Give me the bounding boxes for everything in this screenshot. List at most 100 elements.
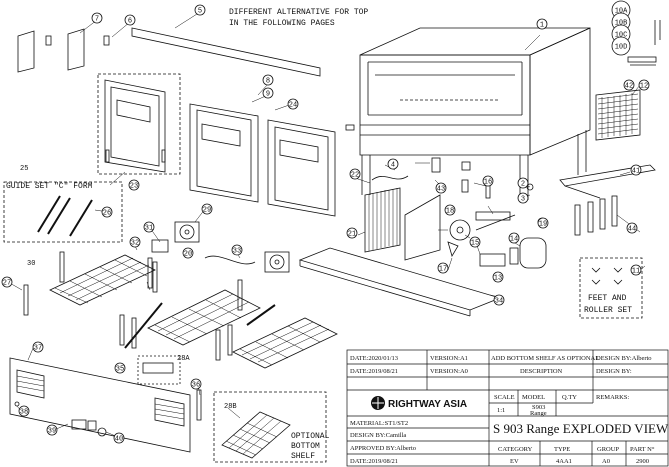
callout-14: 14 [510, 236, 518, 244]
callout-32: 32 [131, 240, 139, 248]
optional-shelf-box [213, 391, 327, 463]
guide-set-box [3, 181, 123, 243]
cabinet-frame [359, 27, 591, 200]
guide-set-title: GUIDE SET "C" FORM [6, 182, 93, 191]
callout-44: 44 [628, 226, 636, 234]
feet-roller-box [579, 257, 643, 319]
legs [574, 195, 618, 236]
callout-18: 18 [446, 208, 454, 216]
optional-caption-line3: SHELF [291, 452, 315, 461]
condenser-fan-left [174, 221, 200, 243]
callout-10c: 10C [615, 32, 628, 40]
tb-approved-by: APPROVED BY:Alberto [350, 445, 416, 452]
tb-date-1: DATE:2020/01/13 [350, 355, 398, 362]
callout-10d: 10D [615, 44, 628, 52]
wire-shelf-left [49, 254, 156, 306]
callout-1: 1 [540, 22, 544, 30]
callout-30: 30 [27, 260, 35, 268]
door-right [267, 119, 336, 217]
callout-13: 13 [494, 275, 502, 283]
tb-model-value-2: Range [530, 410, 547, 417]
callout-26: 26 [103, 210, 111, 218]
tb-model-value-1: S903 [532, 404, 545, 411]
callout-23: 23 [130, 183, 138, 191]
feet-caption-line1: FEET AND [588, 294, 627, 303]
callout-27: 27 [3, 280, 11, 288]
callout-42: 42 [625, 83, 633, 91]
tb-group-value: A0 [602, 458, 610, 465]
tb-qty-header: Q.TY [562, 394, 577, 401]
callout-2: 2 [521, 181, 525, 189]
callout-21: 21 [348, 231, 356, 239]
callout-36: 36 [192, 382, 200, 390]
callout-9: 9 [266, 91, 270, 99]
tb-scale-value: 1:1 [497, 407, 505, 414]
screw-set [627, 20, 661, 66]
tb-version-0: VERSION:A0 [430, 368, 468, 375]
callout-12: 12 [640, 83, 648, 91]
tb-material: MATERIAL:ST1/ST2 [350, 420, 408, 427]
feet-caption-line2: ROLLER SET [584, 306, 632, 315]
front-panel [9, 357, 191, 453]
callout-11: 11 [632, 268, 640, 276]
top-note-line2: IN THE FOLLOWING PAGES [229, 19, 335, 28]
callout-37: 37 [34, 345, 42, 353]
compressor [519, 237, 547, 269]
wire-shelf-middle [147, 289, 261, 346]
title-block [346, 349, 669, 467]
callout-29: 29 [203, 207, 211, 215]
wire-shelf-right [232, 317, 338, 369]
callout-16: 16 [484, 179, 492, 187]
tb-model-header: MODEL [522, 394, 545, 401]
callout-19: 19 [539, 221, 547, 229]
callout-20: 20 [184, 251, 192, 259]
tb-type-value: 4AA1 [556, 458, 572, 465]
callout-10a: 10A [615, 8, 628, 16]
guide-rail [559, 164, 656, 187]
callout-38: 38 [20, 409, 28, 417]
tb-logo: RIGHTWAY ASIA [388, 399, 467, 410]
callout-35: 35 [116, 366, 124, 374]
callout-24: 24 [289, 102, 297, 110]
tb-design-by-camilla: DESIGN BY:Camilla [350, 432, 406, 439]
bottom-base [298, 247, 502, 311]
callout-28b: 28B [224, 403, 237, 411]
callout-22: 22 [351, 172, 359, 180]
callout-25: 25 [20, 165, 28, 173]
callout-39: 39 [48, 428, 56, 436]
callout-34: 34 [495, 298, 503, 306]
tb-part-value: 2900 [636, 458, 649, 465]
condenser-coil [364, 187, 401, 253]
corner-posts [17, 28, 85, 73]
tb-remarks: REMARKS: [596, 394, 629, 401]
top-strip [131, 27, 321, 77]
door-middle [189, 103, 259, 203]
tb-scale-header: SCALE [494, 394, 515, 401]
tb-category-header: CATEGORY [498, 446, 533, 453]
callout-15: 15 [471, 240, 479, 248]
callout-8: 8 [266, 78, 270, 86]
callout-3: 3 [521, 196, 525, 204]
callout-40: 40 [115, 436, 123, 444]
tb-design-by-1: DESIGN BY:Alberto [596, 355, 652, 362]
callout-43: 43 [437, 186, 445, 194]
callout-41: 41 [632, 168, 640, 176]
shelf-posts [23, 251, 243, 421]
logo-mark [371, 396, 385, 410]
callout-33: 33 [233, 248, 241, 256]
condenser-fan-right [264, 251, 290, 273]
callout-28a: 28A [177, 355, 190, 363]
tb-date-bottom: DATE:2019/08/21 [350, 458, 398, 465]
tb-version-1: VERSION:A1 [430, 355, 468, 362]
top-note-line1: DIFFERENT ALTERNATIVE FOR TOP [229, 8, 368, 17]
tb-description-header: DESCRIPTION [520, 368, 563, 375]
tb-main-title: S 903 Range EXPLODED VIEW [493, 421, 669, 436]
callout-5: 5 [198, 8, 202, 16]
tb-design-by-0: DESIGN BY: [596, 368, 632, 375]
tb-date-0: DATE:2019/08/21 [350, 368, 398, 375]
back-grille [595, 89, 641, 141]
door-group-box [97, 73, 181, 175]
callout-4: 4 [391, 162, 395, 170]
optional-caption-line1: OPTIONAL [291, 432, 330, 441]
